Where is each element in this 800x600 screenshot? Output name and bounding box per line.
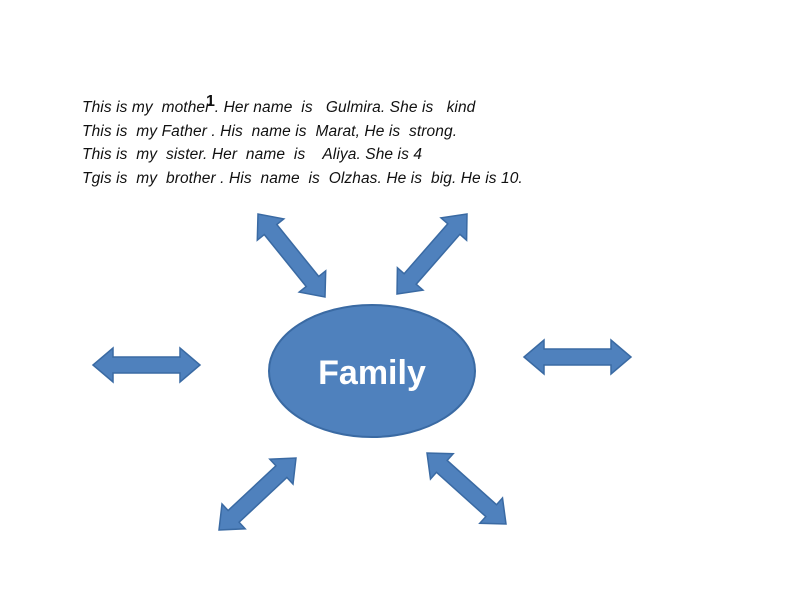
arrow-lower-right-icon <box>426 452 507 525</box>
arrow-lower-left-icon <box>218 457 297 531</box>
arrow-right-icon <box>522 338 633 376</box>
sentence-brother: Tgis is my brother . His name is Olzhas.… <box>82 169 523 187</box>
sentence-list: This is my mother . Her name is Gulmira.… <box>82 96 523 190</box>
center-label: Family <box>318 354 426 392</box>
family-ellipse <box>268 304 476 438</box>
arrow-upper-right-icon <box>396 213 468 295</box>
arrow-left-icon <box>91 346 202 384</box>
arrows-group <box>91 213 633 531</box>
stray-number: 1 <box>206 93 215 110</box>
sentence-mother: This is my mother . Her name is Gulmira.… <box>82 99 476 116</box>
sentence-sister: This is my sister. Her name is Aliya. Sh… <box>82 146 423 163</box>
sentence-father: This is my Father . His name is Marat, H… <box>82 122 458 140</box>
arrow-upper-left-icon <box>256 213 327 298</box>
